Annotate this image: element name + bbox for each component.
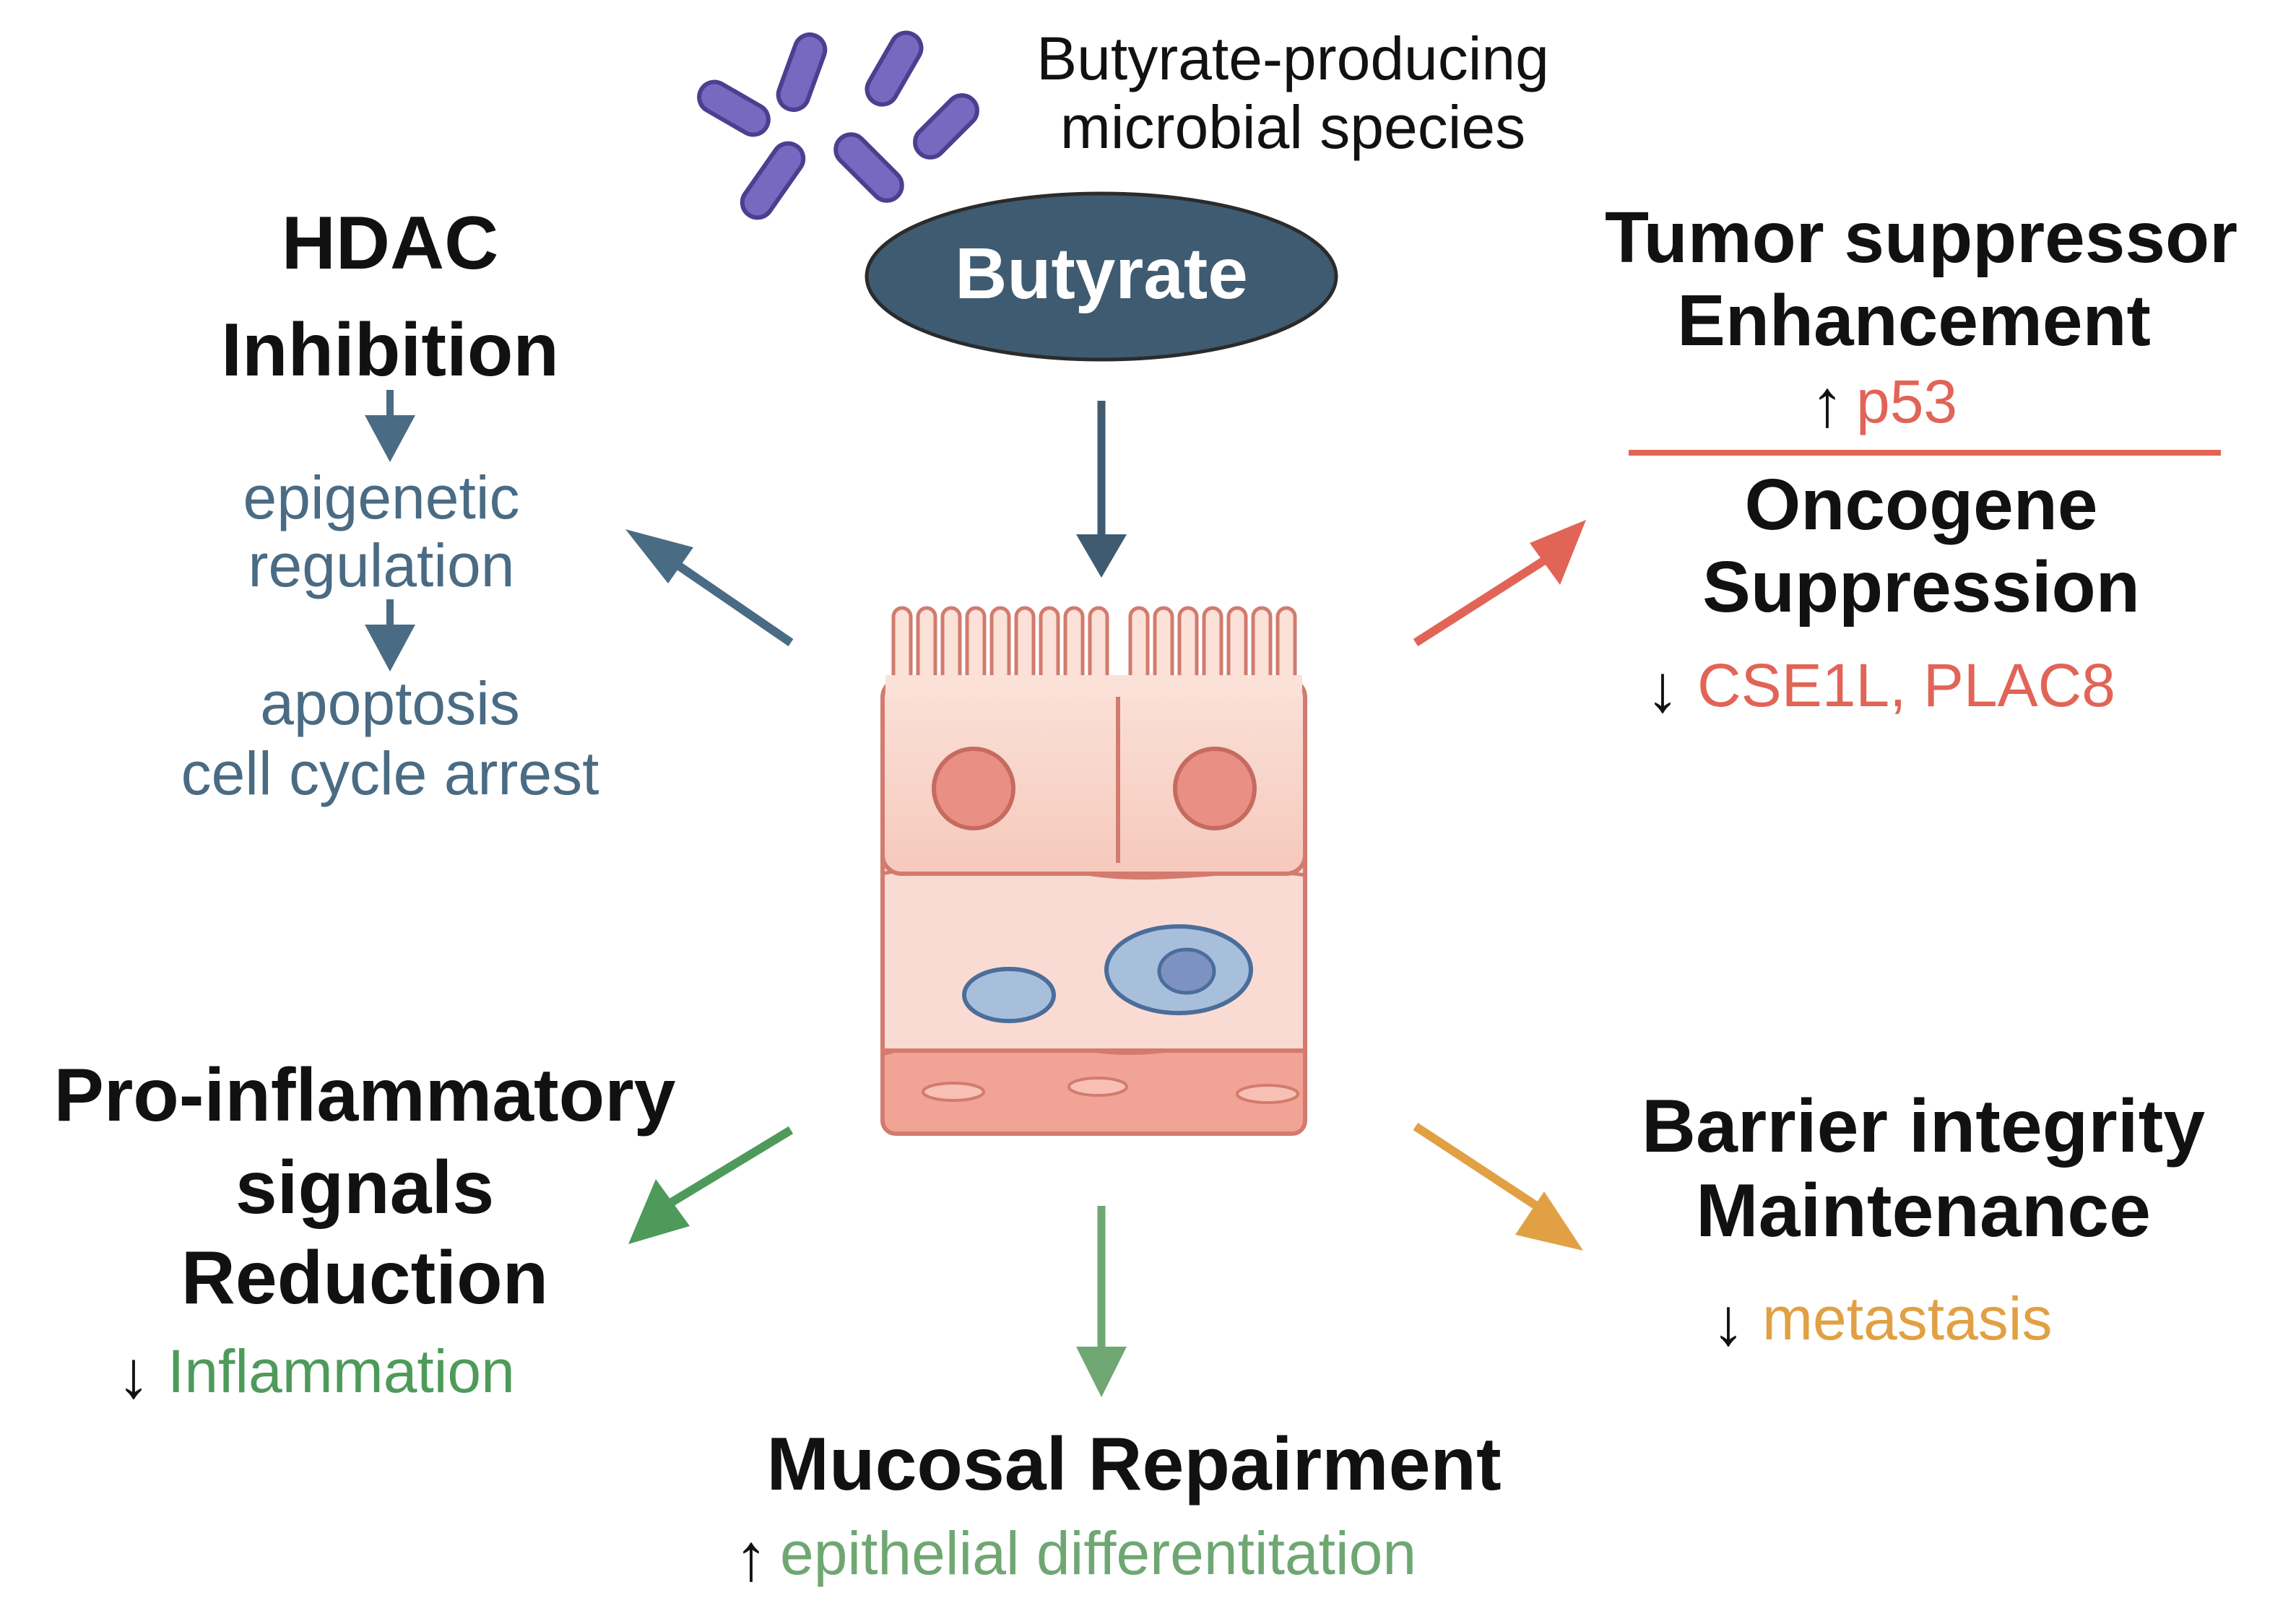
rod-bacteria-icon <box>697 30 979 220</box>
mucosal-up-marker: ↑ <box>735 1521 768 1594</box>
inflam-title-line2: signals <box>235 1146 494 1230</box>
inflam-title-line3: Reduction <box>181 1236 548 1320</box>
butyrate-node <box>865 191 1338 362</box>
hdac-step2-line2: cell cycle arrest <box>181 739 599 807</box>
microbes-label-line1: Butyrate-producing <box>1036 25 1549 92</box>
barrier-title-line2: Maintenance <box>1696 1169 2151 1253</box>
arrow-cell-to-tumor <box>1413 520 1586 647</box>
hdac-step2-line1: apoptosis <box>260 669 520 737</box>
arrow-hdac-step2 <box>365 599 415 672</box>
tumor-onco-line1: Oncogene <box>1745 464 2098 545</box>
arrow-cell-to-inflammatory <box>628 1126 794 1244</box>
inflam-value: Inflammation <box>168 1337 515 1405</box>
mucosal-value: epithelial differentitation <box>780 1519 1416 1587</box>
barrier-title-line1: Barrier integrity <box>1642 1085 2205 1168</box>
arrow-hdac-step1 <box>365 390 415 462</box>
inflam-title-line1: Pro-inflammatory <box>53 1054 675 1137</box>
epithelial-cell-icon <box>880 606 1307 1136</box>
inflam-down-marker: ↓ <box>117 1338 150 1412</box>
butyrate-label: Butyrate <box>955 233 1248 314</box>
tumor-up-marker: ↑ <box>1811 367 1844 440</box>
arrow-butyrate-to-cell <box>1076 401 1127 578</box>
microbes-label-line2: microbial species <box>1060 93 1525 161</box>
hdac-title-line1: HDAC <box>282 201 498 285</box>
tumor-down-marker: ↓ <box>1646 652 1679 726</box>
arrow-cell-to-mucosal <box>1076 1206 1127 1397</box>
hdac-title-line2: Inhibition <box>221 308 559 392</box>
barrier-down-marker: ↓ <box>1712 1285 1745 1359</box>
tumor-title-line2: Enhancement <box>1677 280 2151 361</box>
arrow-cell-to-hdac <box>625 529 794 646</box>
barrier-value: metastasis <box>1762 1285 2052 1352</box>
tumor-onco-line2: Suppression <box>1702 547 2140 627</box>
hdac-step1-line1: epigenetic <box>243 464 520 531</box>
hdac-step1-line2: regulation <box>248 531 515 599</box>
tumor-title-line1: Tumor suppressor <box>1605 197 2237 278</box>
tumor-down-value: CSE1L, PLAC8 <box>1697 651 2115 719</box>
mucosal-title: Mucosal Repairment <box>766 1422 1501 1506</box>
tumor-up-value: p53 <box>1856 368 1957 435</box>
arrow-cell-to-barrier <box>1413 1122 1583 1251</box>
